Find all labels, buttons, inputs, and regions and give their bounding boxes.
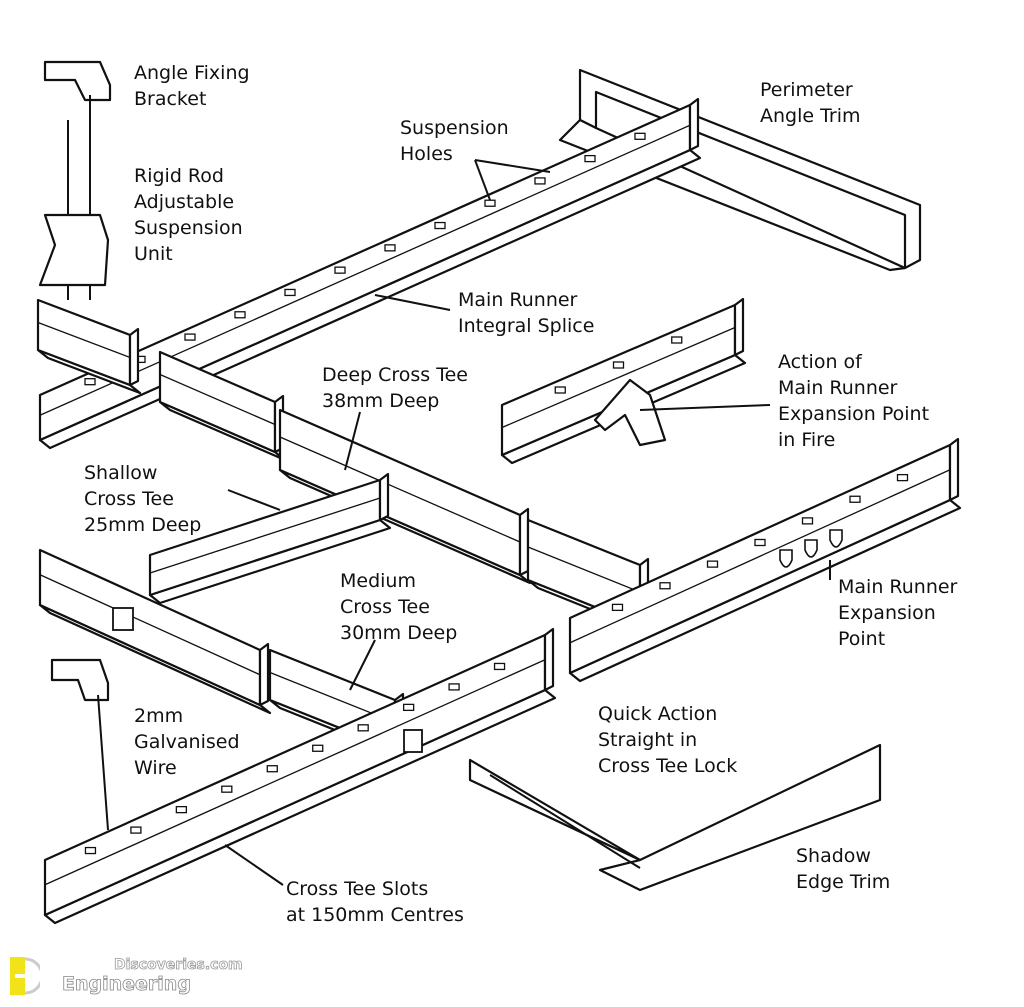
shadow-edge-trim-line [489,774,641,869]
angle-fixing-bracket [43,60,112,102]
expansion-point-cutout [829,529,843,548]
logo-text-bottom: Engineering [62,973,192,996]
leader-splice [374,294,451,311]
lower-left-beam-end [258,642,270,707]
top-main-runner-end [688,97,700,152]
top-main-runner-slot [184,333,196,341]
top-main-runner-bulb [39,124,691,416]
top-main-runner-slot [484,199,496,207]
right-main-runner-slot [706,560,719,568]
galvanised-wire [97,694,109,831]
top-main-runner-slot [84,378,96,386]
leader-deep-cross-tee [344,411,361,471]
top-main-runner-slot [434,221,446,230]
bottom-main-runner-slot [493,662,506,671]
deep-cross-tee-end [518,507,530,577]
shadow-edge-trim [468,743,882,892]
right-main-runner-slot [896,473,909,482]
top-main-runner-slot [384,244,396,252]
bottom-main-runner-slot [448,683,460,691]
expansion-fire-piece-end [733,297,745,357]
right-main-runner-slot [754,538,766,547]
bottom-main-runner-slot [84,846,97,855]
right-main-runner-slot [849,495,861,503]
leader-suspension-holes-2 [474,159,551,173]
bottom-main-runner-slot [175,805,188,814]
right-main-runner-slot [611,603,624,612]
top-main-runner-slot [634,132,646,140]
right-main-runner-bulb [569,469,951,644]
expansion-buckle [593,378,667,447]
bottom-main-runner-slot [357,724,369,732]
cross-tee-lock [112,607,134,631]
top-main-runner-slot [534,177,546,185]
shallow-cross-tee-lower-end [378,472,390,522]
leader-shallow [227,489,281,511]
logo-ed-icon [10,957,40,995]
expansion-fire-piece-slot [612,361,625,369]
right-main-runner-end [948,437,960,502]
right-cross-tee-bulb [527,546,641,593]
expansion-fire-piece-slot [554,386,566,394]
leader-medium [349,639,376,691]
quick-lock-tab [403,729,423,753]
leader-suspension-holes [474,159,491,201]
lower-bracket [50,658,110,702]
deep-cross-tee-bulb [279,436,521,543]
left-runner-stub-bulb [37,321,131,359]
bottom-main-runner-slot [402,703,415,712]
expansion-point-cutout [804,539,818,558]
right-main-runner-slot [659,582,671,590]
top-main-runner-slot [234,311,246,319]
shallow-cross-tee-bulb [159,373,276,426]
expansion-fire-piece-slot [671,336,683,344]
bottom-main-runner-slot [266,765,278,773]
shallow-cross-tee-lower-bulb [149,497,381,574]
top-main-runner-slot [334,266,346,274]
suspension-unit [38,213,110,287]
leader-slots [224,844,284,886]
expansion-fire-piece-bulb [501,326,736,429]
bottom-main-runner-slot [130,826,142,834]
right-main-runner-slot [801,517,814,525]
expansion-point-cutout [779,549,793,568]
bottom-main-runner-end [543,627,555,692]
lower-left-beam-bulb [39,574,261,676]
top-main-runner-slot [584,154,596,163]
bottom-main-runner-bulb [44,659,546,886]
site-logo: Discoveries.com Engineering [10,955,243,1000]
bottom-main-runner-slot [312,744,324,752]
logo-text-top: Discoveries.com [114,957,243,974]
leader-expansion-fire [639,404,771,411]
left-runner-stub-end [128,327,140,387]
top-main-runner-slot [284,288,296,297]
bottom-main-runner-slot [221,785,233,793]
